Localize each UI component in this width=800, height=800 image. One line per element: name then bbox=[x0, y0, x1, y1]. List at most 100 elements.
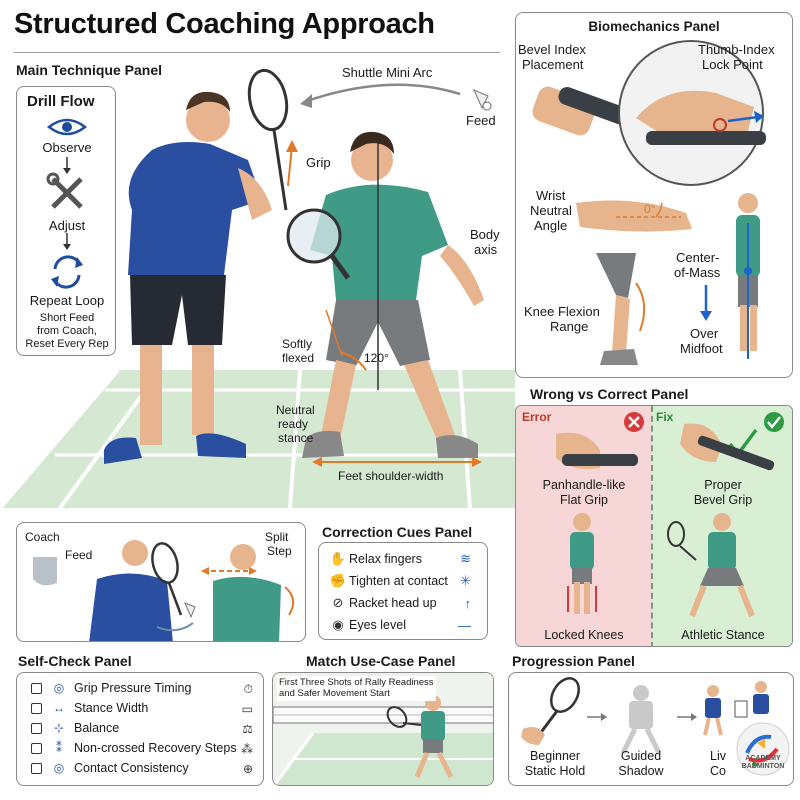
main-panel-title: Main Technique Panel bbox=[16, 62, 162, 78]
thumb-lock-label: Thumb-Index bbox=[698, 42, 775, 57]
title-divider bbox=[14, 52, 500, 53]
checklist-label: Balance bbox=[74, 721, 120, 735]
match-caption: First Three Shots of Rally Readiness and… bbox=[277, 676, 436, 701]
feet-arrow-right bbox=[472, 457, 482, 467]
correction-cues-panel: ✋ Relax fingers ≋ ✊ Tighten at contact ✳… bbox=[318, 542, 488, 640]
cue-row: ⊘ Racket head up ↑ bbox=[327, 593, 479, 613]
knee-angle-label: 120° bbox=[364, 351, 389, 365]
right-grip-label: Bevel Grip bbox=[693, 493, 753, 507]
drill-note-line: Short Feed bbox=[39, 312, 95, 324]
neutral-stance-label: ready bbox=[278, 417, 309, 431]
progression-illustration bbox=[521, 677, 790, 776]
grip-arrow-head bbox=[286, 140, 298, 152]
level-line-icon: — bbox=[458, 617, 471, 633]
page-title: Structured Coaching Approach bbox=[14, 8, 435, 40]
wrong-correct-illustration bbox=[556, 412, 784, 618]
checklist-item[interactable]: ↔ Stance Width bbox=[31, 699, 148, 717]
checklist-label: Contact Consistency bbox=[74, 761, 189, 775]
checkbox[interactable] bbox=[31, 742, 42, 754]
coach-label: Coach bbox=[25, 530, 60, 544]
target-icon: ◎ bbox=[53, 681, 65, 695]
bevel-grip-hand bbox=[680, 423, 775, 471]
body-axis-label: Body bbox=[470, 227, 500, 242]
wrong-mark-icon bbox=[624, 412, 644, 432]
logo-text-line: BADMINTON bbox=[741, 762, 785, 770]
knee-thigh bbox=[596, 253, 636, 298]
arrow-right-icon bbox=[677, 713, 697, 721]
bevel-label: Bevel Index bbox=[518, 42, 586, 57]
magnifier-icon bbox=[286, 208, 351, 280]
cue-label: Eyes level bbox=[349, 618, 406, 632]
burst-icon: ✳ bbox=[460, 573, 471, 588]
grip-arrow bbox=[287, 145, 293, 187]
wrist-angle-value: 0° bbox=[644, 202, 656, 216]
split-step-label: Step bbox=[267, 544, 292, 558]
eye-icon bbox=[46, 118, 88, 136]
biomechanics-illustration bbox=[532, 40, 766, 365]
com-label: Center- bbox=[676, 250, 720, 265]
knee-range-arc bbox=[635, 282, 646, 332]
split-step-label: Split bbox=[265, 530, 289, 544]
checkbox[interactable] bbox=[31, 762, 42, 774]
lock-point-marker bbox=[713, 118, 727, 132]
shuttle-arc bbox=[303, 83, 461, 104]
wrist-label: Angle bbox=[534, 218, 568, 233]
checkbox[interactable] bbox=[31, 722, 42, 734]
ruler-icon: ▭ bbox=[241, 702, 253, 716]
drill-flow-box: Drill Flow Observe Adjust Repeat Loop Sh… bbox=[16, 86, 116, 356]
knee-shin bbox=[612, 295, 630, 353]
wrong-grip-label: Flat Grip bbox=[560, 493, 608, 507]
checklist-item[interactable]: ⁑ Non-crossed Recovery Steps bbox=[31, 739, 237, 757]
drill-note-line: from Coach, bbox=[37, 325, 97, 337]
thumb-lock-label: Lock Point bbox=[702, 57, 763, 72]
self-check-title: Self-Check Panel bbox=[18, 653, 132, 669]
athletic-stance-figure bbox=[667, 513, 755, 618]
consistency-icon: ◎ bbox=[53, 761, 65, 775]
progression-step-label: Co bbox=[710, 764, 726, 778]
knee-flexion-label: Knee Flexion bbox=[524, 304, 600, 319]
knee-line bbox=[325, 309, 343, 357]
self-check-panel: ◎ Grip Pressure Timing ⏱ ↔ Stance Width … bbox=[16, 672, 264, 786]
shuttle-icon bbox=[184, 602, 196, 619]
progression-step-label: Guided bbox=[620, 749, 662, 763]
player-split-figure bbox=[213, 544, 281, 641]
checklist-item[interactable]: ⊹ Balance bbox=[31, 719, 119, 737]
progression-step-label: Beginner bbox=[529, 749, 581, 763]
checkbox[interactable] bbox=[31, 682, 42, 694]
feed-scene-feed-label: Feed bbox=[65, 548, 93, 562]
eye-icon: ◉ bbox=[332, 617, 344, 632]
main-technique-illustration bbox=[0, 68, 515, 510]
arrows-horizontal-icon: ↔ bbox=[53, 701, 65, 715]
split-step-arrow bbox=[284, 586, 295, 616]
checklist-item[interactable]: ◎ Grip Pressure Timing bbox=[31, 679, 191, 697]
match-caption-line: First Three Shots of Rally Readiness bbox=[279, 677, 434, 688]
drill-flow-icons bbox=[46, 118, 88, 289]
feed-arc bbox=[156, 622, 194, 632]
right-grip-label: Proper bbox=[704, 478, 742, 492]
progression-step-label: Shadow bbox=[618, 764, 664, 778]
repeat-loop-icon bbox=[51, 255, 83, 289]
center-of-mass-dot bbox=[744, 267, 752, 275]
checkbox[interactable] bbox=[31, 702, 42, 714]
midfoot-label: Midfoot bbox=[680, 341, 723, 356]
knee-angle-arc bbox=[339, 351, 367, 371]
wave-icon: ≋ bbox=[460, 551, 471, 566]
error-label: Error bbox=[522, 410, 552, 424]
checklist-label: Non-crossed Recovery Steps bbox=[74, 741, 237, 755]
progression-step-label: Static Hold bbox=[524, 764, 586, 778]
cue-row: ✊ Tighten at contact ✳ bbox=[327, 571, 479, 591]
flat-grip-hand bbox=[556, 432, 638, 469]
cues-title: Correction Cues Panel bbox=[322, 524, 473, 540]
court-surface bbox=[0, 370, 515, 508]
checklist-item[interactable]: ◎ Contact Consistency bbox=[31, 759, 189, 777]
crosshair-icon: ⊕ bbox=[242, 762, 253, 776]
match-use-case-panel: First Three Shots of Rally Readiness and… bbox=[272, 672, 494, 786]
live-play-figures bbox=[703, 681, 769, 736]
coach-figure bbox=[104, 91, 272, 464]
softly-flexed-label: flexed bbox=[282, 351, 315, 365]
knee-flexion-label: Range bbox=[550, 319, 589, 334]
coach-feed-figure bbox=[89, 540, 183, 641]
match-title: Match Use-Case Panel bbox=[306, 653, 456, 669]
com-label: of-Mass bbox=[674, 265, 721, 280]
knee-shoe bbox=[600, 349, 638, 365]
